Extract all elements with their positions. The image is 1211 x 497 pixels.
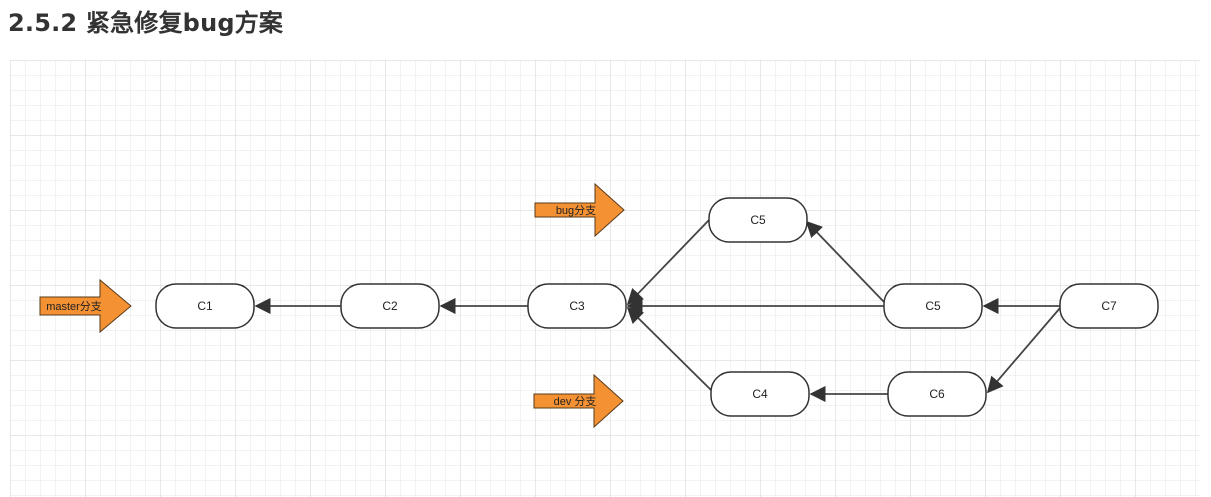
commit-node-c7-label: C7 (1101, 299, 1117, 313)
edge-c7-to-c6 (986, 307, 1061, 394)
edge-c5top-to-c3 (626, 219, 710, 306)
commit-node-c3-box (527, 283, 627, 329)
pointer-master: master分支 (39, 278, 132, 334)
grid-background (10, 60, 1200, 497)
commit-node-c2-box (340, 283, 440, 329)
commit-node-c5-bug: C5 (708, 197, 808, 243)
commit-node-c1-label: C1 (197, 299, 213, 313)
commit-node-c4: C4 (710, 371, 810, 417)
commit-node-c5-bug-label: C5 (750, 213, 766, 227)
commit-node-c4-label: C4 (752, 387, 768, 401)
commit-node-c6-label: C6 (929, 387, 945, 401)
pointer-master-label: master分支 (46, 300, 102, 313)
commit-node-c2: C2 (340, 283, 440, 329)
commit-node-c5-merge: C5 (883, 283, 983, 329)
diagram-canvas: master分支 bug分支 dev 分支 C1 C2 C3 (10, 60, 1200, 497)
pointer-dev-label: dev 分支 (554, 395, 597, 408)
commit-node-c6-box (887, 371, 987, 417)
pointer-dev-arrow (533, 373, 624, 429)
pointer-dev: dev 分支 (533, 373, 624, 429)
edge-c5mid-to-c5top (805, 220, 885, 303)
edge-c4-to-c3 (626, 306, 712, 391)
commit-node-c3: C3 (527, 283, 627, 329)
pointer-bug-arrow (534, 182, 625, 238)
commit-node-c3-label: C3 (569, 299, 585, 313)
commit-node-c5-merge-label: C5 (925, 299, 941, 313)
commit-node-c6: C6 (887, 371, 987, 417)
commit-node-c7: C7 (1059, 283, 1159, 329)
pointer-bug-label: bug分支 (556, 204, 596, 217)
page-title: 2.5.2 紧急修复bug方案 (8, 9, 284, 37)
commit-node-c1-box (155, 283, 255, 329)
pointer-bug: bug分支 (534, 182, 625, 238)
commit-node-c7-box (1059, 283, 1159, 329)
pointer-master-arrow (39, 278, 132, 334)
commit-node-c2-label: C2 (382, 299, 398, 313)
commit-node-c5-bug-box (708, 197, 808, 243)
edges-layer (254, 219, 1061, 403)
commit-node-c4-box (710, 371, 810, 417)
git-branch-diagram: master分支 bug分支 dev 分支 C1 C2 C3 (10, 60, 1200, 497)
commit-node-c5-merge-box (883, 283, 983, 329)
commit-node-c1: C1 (155, 283, 255, 329)
